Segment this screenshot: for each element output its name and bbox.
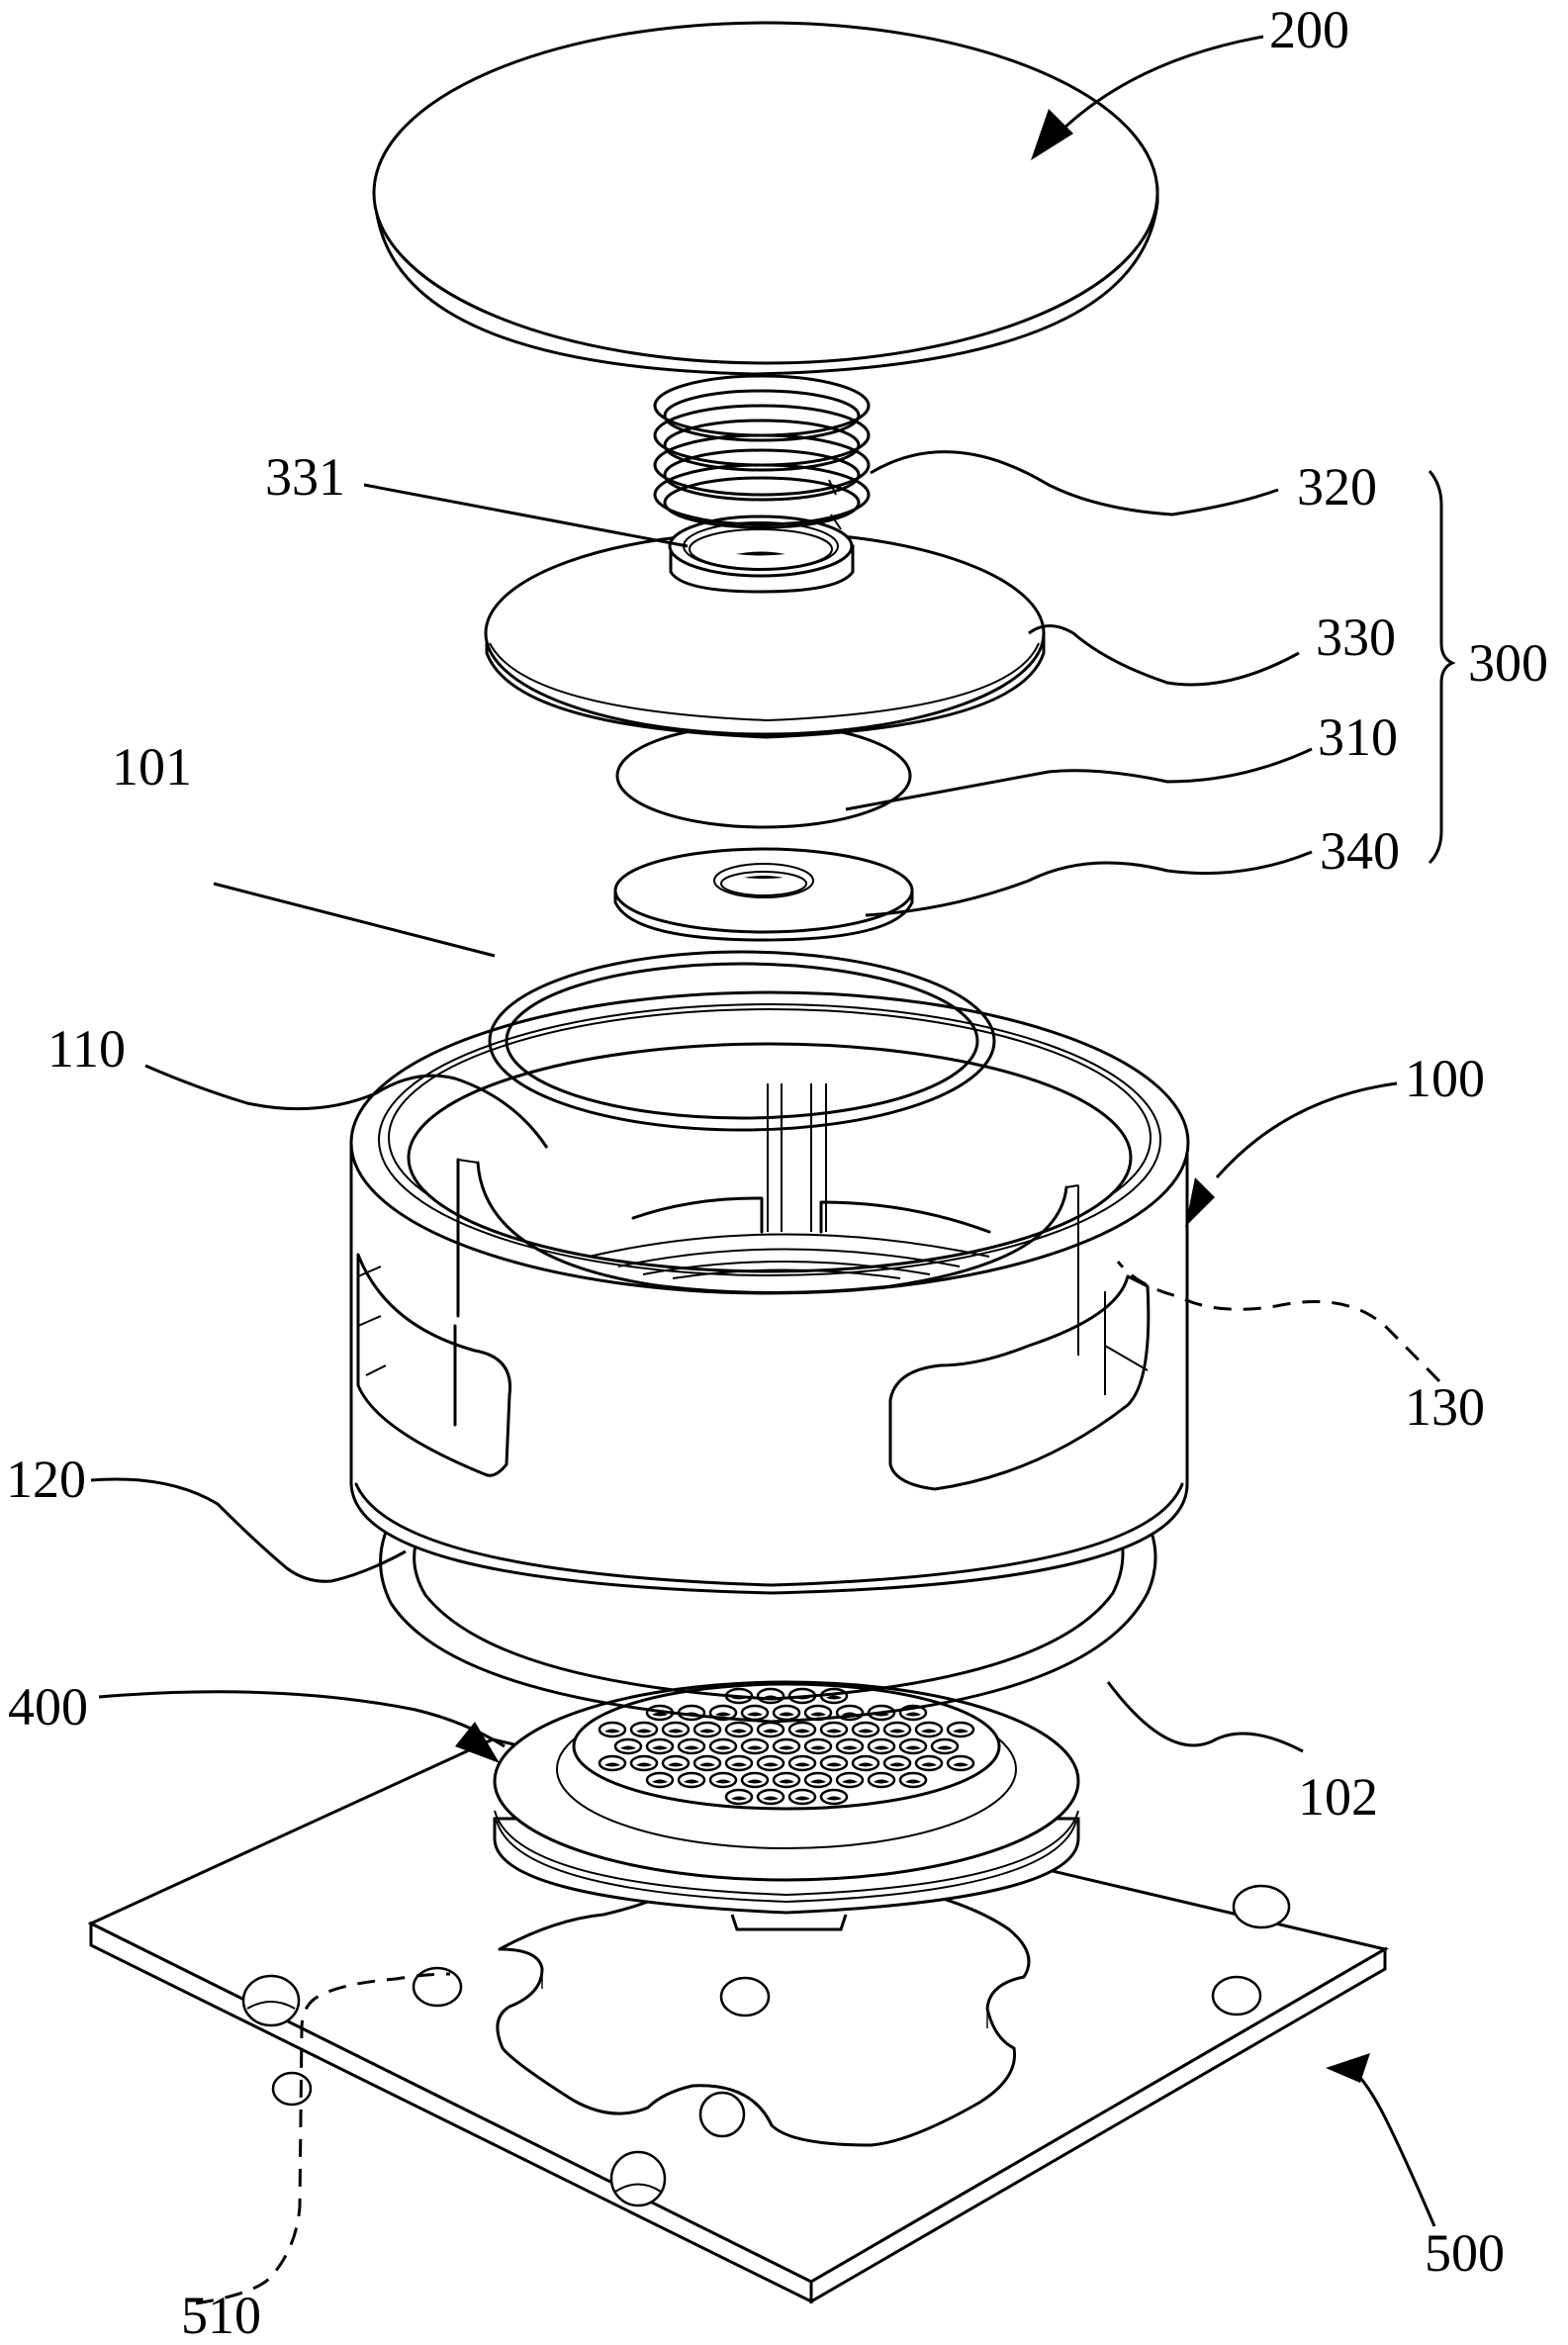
label-330: 330 <box>1316 608 1396 667</box>
spring-320 <box>655 376 869 529</box>
plate-330 <box>486 516 1044 737</box>
label-100: 100 <box>1405 1049 1485 1108</box>
label-320: 320 <box>1297 457 1377 516</box>
label-300: 300 <box>1468 633 1548 693</box>
label-331: 331 <box>265 447 345 507</box>
label-101: 101 <box>112 737 192 797</box>
label-102: 102 <box>1298 1767 1378 1827</box>
brace-300 <box>1430 471 1452 863</box>
arrowhead-100 <box>1185 1177 1215 1227</box>
label-120: 120 <box>6 1450 86 1509</box>
arrowhead-500 <box>1326 2053 1370 2083</box>
filter-400 <box>495 1682 1078 1929</box>
label-500: 500 <box>1425 2223 1505 2283</box>
label-110: 110 <box>47 1019 126 1079</box>
housing-100 <box>351 992 1188 1593</box>
label-310: 310 <box>1318 707 1398 767</box>
thin-disc-310 <box>617 724 910 827</box>
label-510: 510 <box>181 2286 261 2345</box>
label-340: 340 <box>1320 821 1400 881</box>
washer-340 <box>615 849 912 940</box>
label-200: 200 <box>1269 0 1349 59</box>
cover-disc-200 <box>374 23 1157 374</box>
label-400: 400 <box>8 1677 88 1736</box>
label-130: 130 <box>1405 1377 1485 1437</box>
